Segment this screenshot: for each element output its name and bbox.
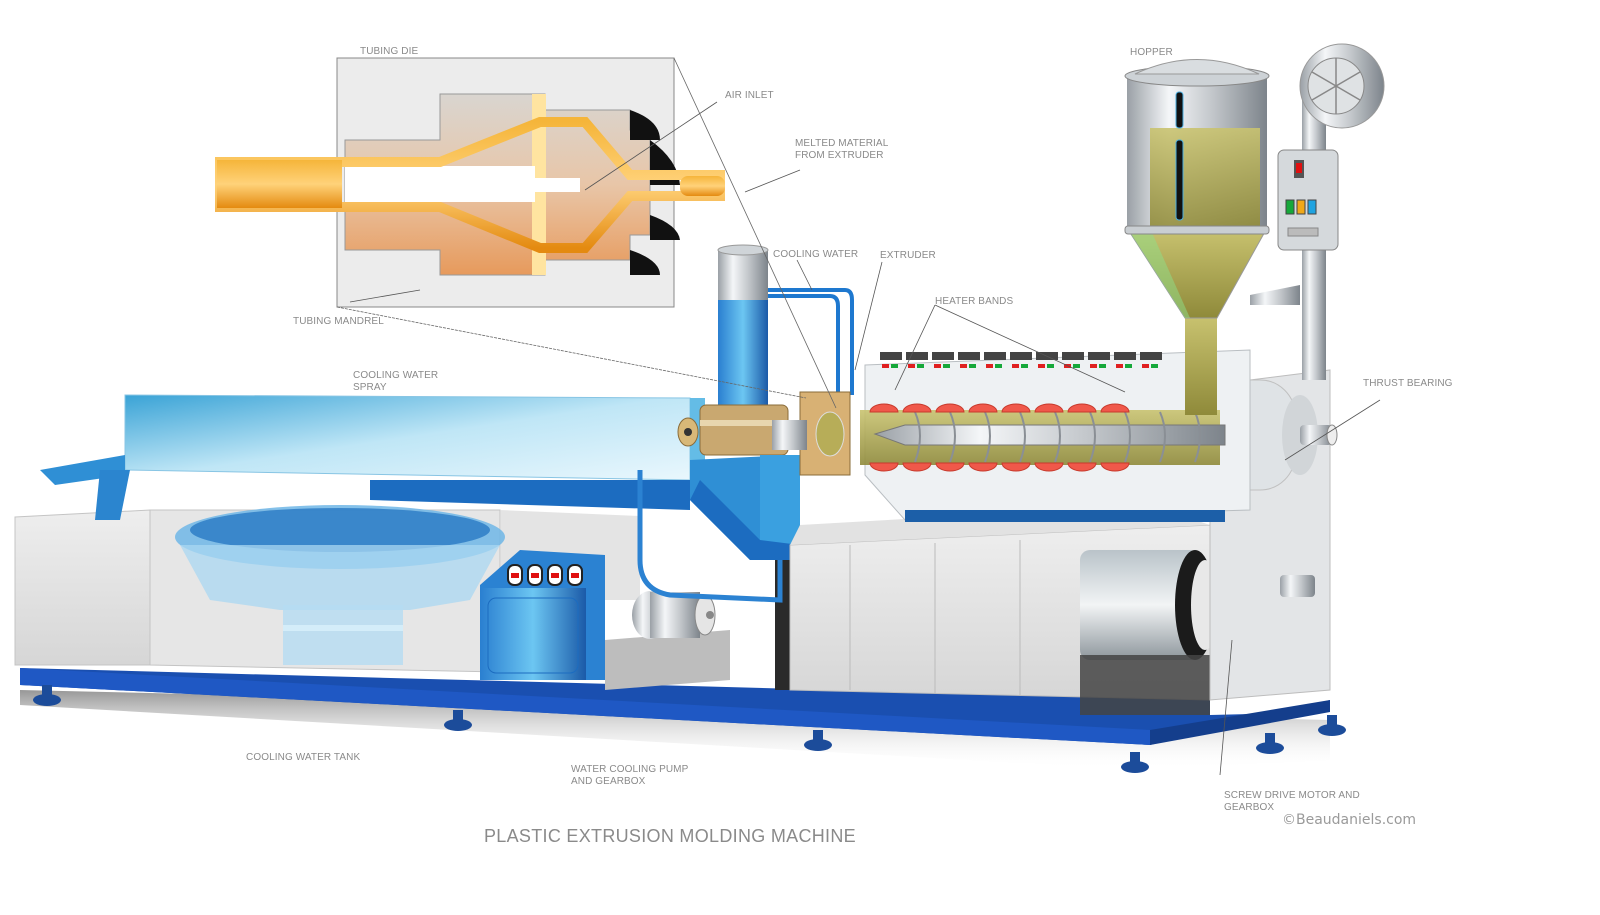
hopper	[1124, 59, 1270, 415]
leveling-feet	[33, 685, 1346, 773]
pump-indicator-lights	[507, 564, 583, 586]
label-cooling-water-spray-line1: COOLING WATER	[353, 370, 439, 381]
label-motor-line2: GEARBOX	[1224, 802, 1275, 813]
screw-drive-motor	[1080, 550, 1200, 660]
label-motor-line1: SCREW DRIVE MOTOR AND	[1224, 790, 1360, 801]
hopper-dryer-blower	[1250, 43, 1385, 380]
label-cooling-water: COOLING WATER	[773, 249, 859, 260]
leader-lines	[349, 101, 1381, 776]
diagram-title: PLASTIC EXTRUSION MOLDING MACHINE	[484, 826, 856, 846]
tubing-die-inset	[215, 57, 837, 409]
label-tubing-die: TUBING DIE	[360, 46, 419, 57]
cooling-tank-cabinet	[14, 509, 151, 666]
label-cooling-water-spray-line2: SPRAY	[353, 382, 387, 393]
label-hopper: HOPPER	[1130, 47, 1173, 58]
copyright-notice: ©Beaudaniels.com	[1282, 812, 1417, 828]
label-cooling-water-tank: COOLING WATER TANK	[246, 752, 361, 763]
extruded-tube	[217, 160, 342, 208]
label-thrust-bearing: THRUST BEARING	[1363, 378, 1453, 389]
extruder-screw	[873, 424, 1226, 446]
heater-bands	[869, 403, 1130, 472]
label-pump-line2: AND GEARBOX	[571, 776, 646, 787]
label-extruder: EXTRUDER	[880, 250, 936, 261]
label-pump-line1: WATER COOLING PUMP	[571, 764, 689, 775]
label-melted-material-line2: FROM EXTRUDER	[795, 150, 884, 161]
cooling-water-spray-trough	[124, 394, 691, 481]
label-air-inlet: AIR INLET	[725, 90, 774, 101]
label-tubing-mandrel: TUBING MANDREL	[293, 316, 384, 327]
heater-band-displays	[880, 352, 1162, 368]
label-heater-bands: HEATER BANDS	[935, 296, 1014, 307]
label-melted-material-line1: MELTED MATERIAL	[795, 138, 889, 149]
